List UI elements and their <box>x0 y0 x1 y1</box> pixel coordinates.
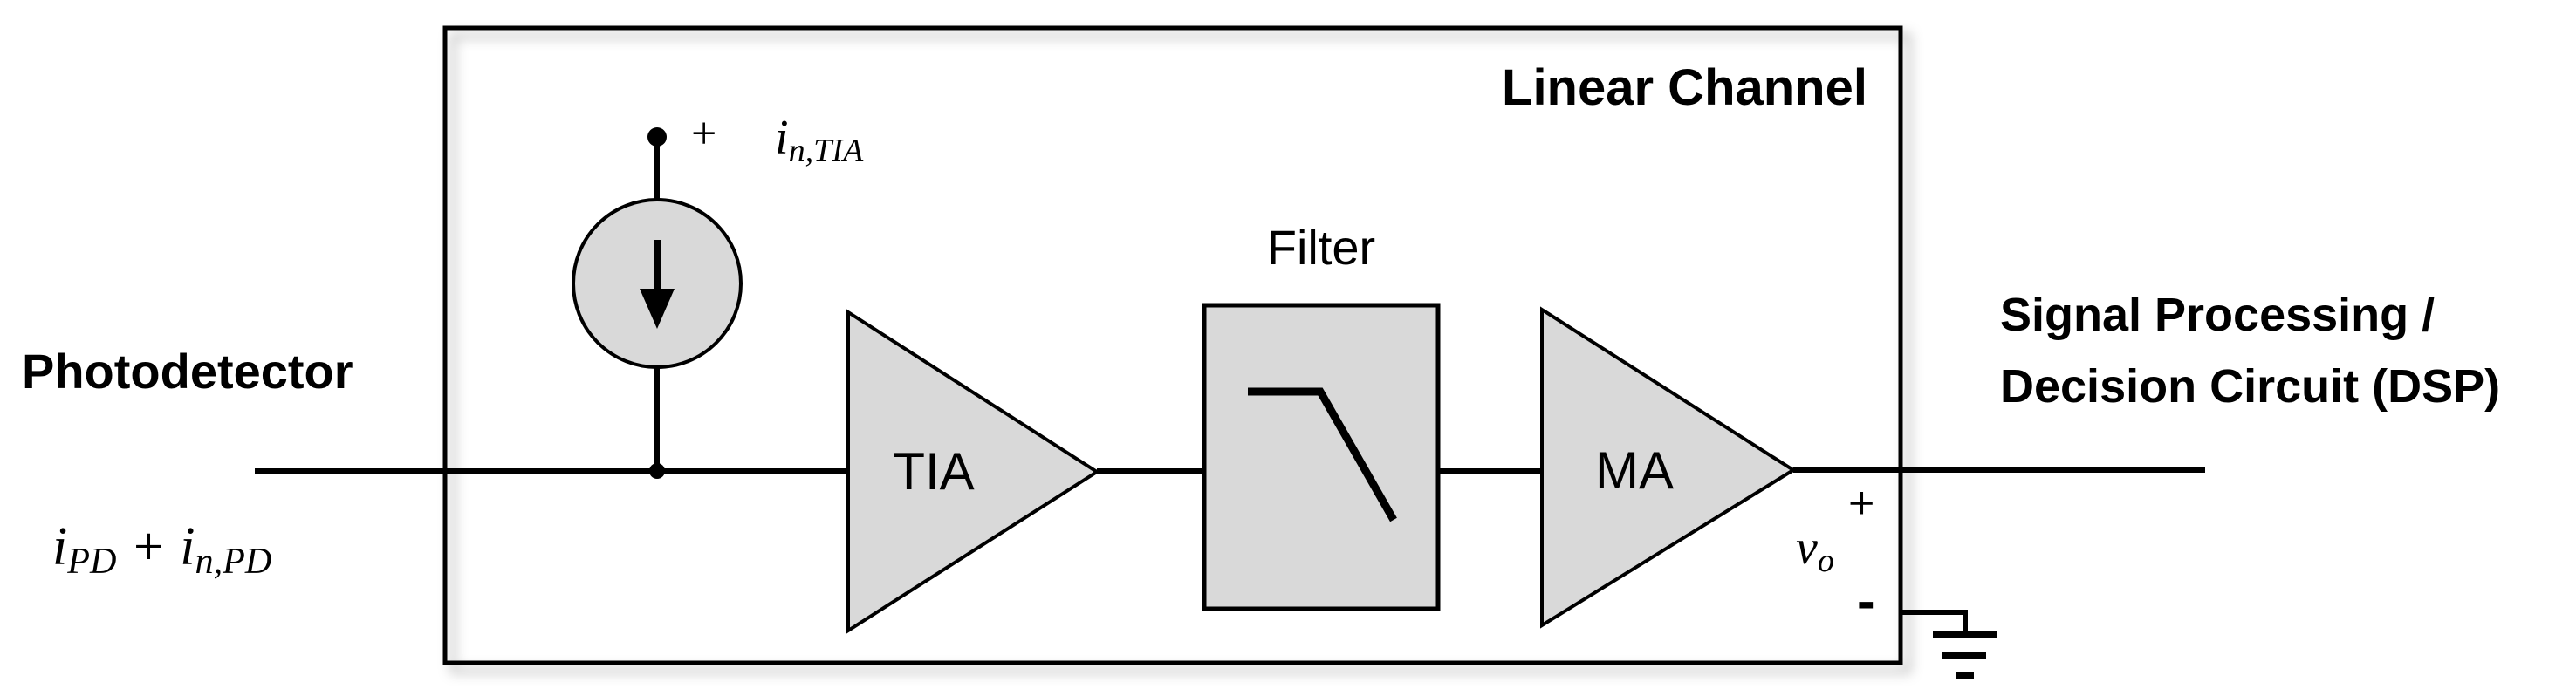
input-current-base1: i <box>52 517 68 577</box>
input-current-operator: + <box>129 517 167 577</box>
tia-noise-base: i <box>775 111 789 165</box>
tia-block-label: TIA <box>893 442 975 501</box>
output-voltage-base: v <box>1796 521 1818 575</box>
tia-noise-current-label: in,TIA <box>775 110 863 171</box>
input-current-base2: i <box>180 517 195 577</box>
current-source-icon <box>572 198 743 369</box>
dsp-destination-label: Signal Processing / Decision Circuit (DSP… <box>2000 279 2500 422</box>
ma-triangle <box>1540 306 1797 629</box>
current-source-arrow-head <box>640 289 675 329</box>
noise-source-plus-sign: + <box>691 109 717 159</box>
filter-response-curve <box>1248 387 1397 522</box>
dsp-label-line2: Decision Circuit (DSP) <box>2000 360 2501 413</box>
filter-block-label: Filter <box>1266 220 1376 275</box>
ma-block-label: MA <box>1595 441 1674 500</box>
ground-wire <box>1902 610 1968 634</box>
tia-triangle <box>846 309 1100 634</box>
photodetector-label: Photodetector <box>22 344 353 399</box>
output-voltage-label: vo <box>1796 520 1834 581</box>
output-minus-sign: - <box>1857 571 1875 631</box>
dsp-label-line1: Signal Processing / <box>2000 289 2436 341</box>
input-current-sub2: n,PD <box>195 541 272 583</box>
input-node-dot <box>649 463 665 479</box>
ground-icon <box>1933 631 1997 679</box>
linear-channel-title: Linear Channel <box>1502 59 1867 116</box>
tia-noise-sub: n,TIA <box>788 133 864 170</box>
linear-channel-box <box>442 25 1903 665</box>
input-current-sub1: PD <box>67 541 117 583</box>
input-current-label: iPD + in,PD <box>52 516 271 583</box>
output-voltage-sub: o <box>1817 542 1834 580</box>
output-plus-sign: + <box>1848 478 1875 529</box>
filter-box <box>1202 303 1441 611</box>
